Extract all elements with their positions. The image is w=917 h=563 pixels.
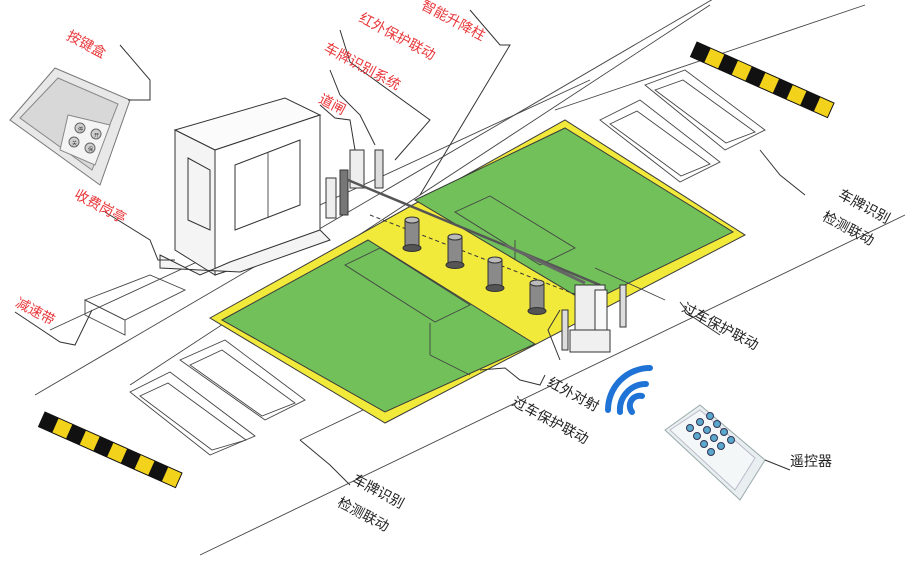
svg-text:开: 开: [94, 133, 99, 139]
smart-bollards: [402, 216, 547, 315]
toll-booth: [159, 97, 331, 276]
bollard: [527, 279, 547, 315]
svg-text:保: 保: [88, 146, 93, 153]
svg-text:关: 关: [72, 140, 77, 147]
barrier-gate-right: [504, 243, 627, 353]
leader-lines: [14, 9, 806, 486]
protection-zones: [209, 119, 746, 424]
lane-divider: [369, 214, 591, 301]
speed-bump-island: [83, 274, 187, 336]
speed-bump-bottom-left: [37, 411, 183, 489]
remote-control-icon: [664, 404, 766, 501]
barrier-gate-left: [325, 149, 601, 287]
wifi-signal-icon: [605, 365, 653, 415]
bollard: [445, 233, 465, 269]
speed-bump-top-right: [689, 41, 835, 119]
svg-text:停: 停: [78, 126, 83, 133]
detection-loops: [129, 69, 766, 456]
bollard: [402, 216, 422, 252]
bollard: [485, 256, 505, 292]
keypad-box-icon: 停 开 关 保: [9, 67, 131, 186]
label-remote-control: 遥控器: [790, 454, 832, 470]
